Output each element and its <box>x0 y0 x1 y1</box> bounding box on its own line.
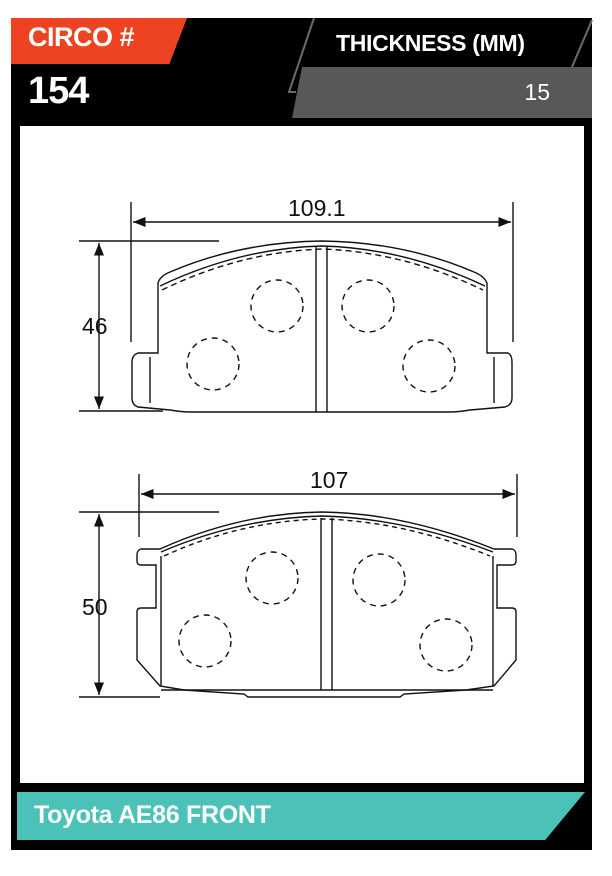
application-band <box>17 792 585 840</box>
part-label-tab <box>11 18 187 64</box>
bottom-pad-height: 50 <box>82 594 108 620</box>
thickness-outline <box>287 17 593 93</box>
thickness-value: 15 <box>524 79 550 105</box>
bottom-pad-width: 107 <box>310 467 348 493</box>
diagram-panel <box>20 126 584 783</box>
application-label: Toyota AE86 FRONT <box>34 801 271 829</box>
thickness-value-band <box>292 67 592 118</box>
part-label: CIRCO # <box>28 22 135 52</box>
top-pad-height: 46 <box>82 313 108 339</box>
thickness-label: THICKNESS (MM) <box>336 30 525 56</box>
top-pad-width: 109.1 <box>288 195 346 221</box>
part-number: 154 <box>28 70 89 112</box>
top-pad <box>79 202 514 413</box>
bottom-pad <box>79 474 518 698</box>
